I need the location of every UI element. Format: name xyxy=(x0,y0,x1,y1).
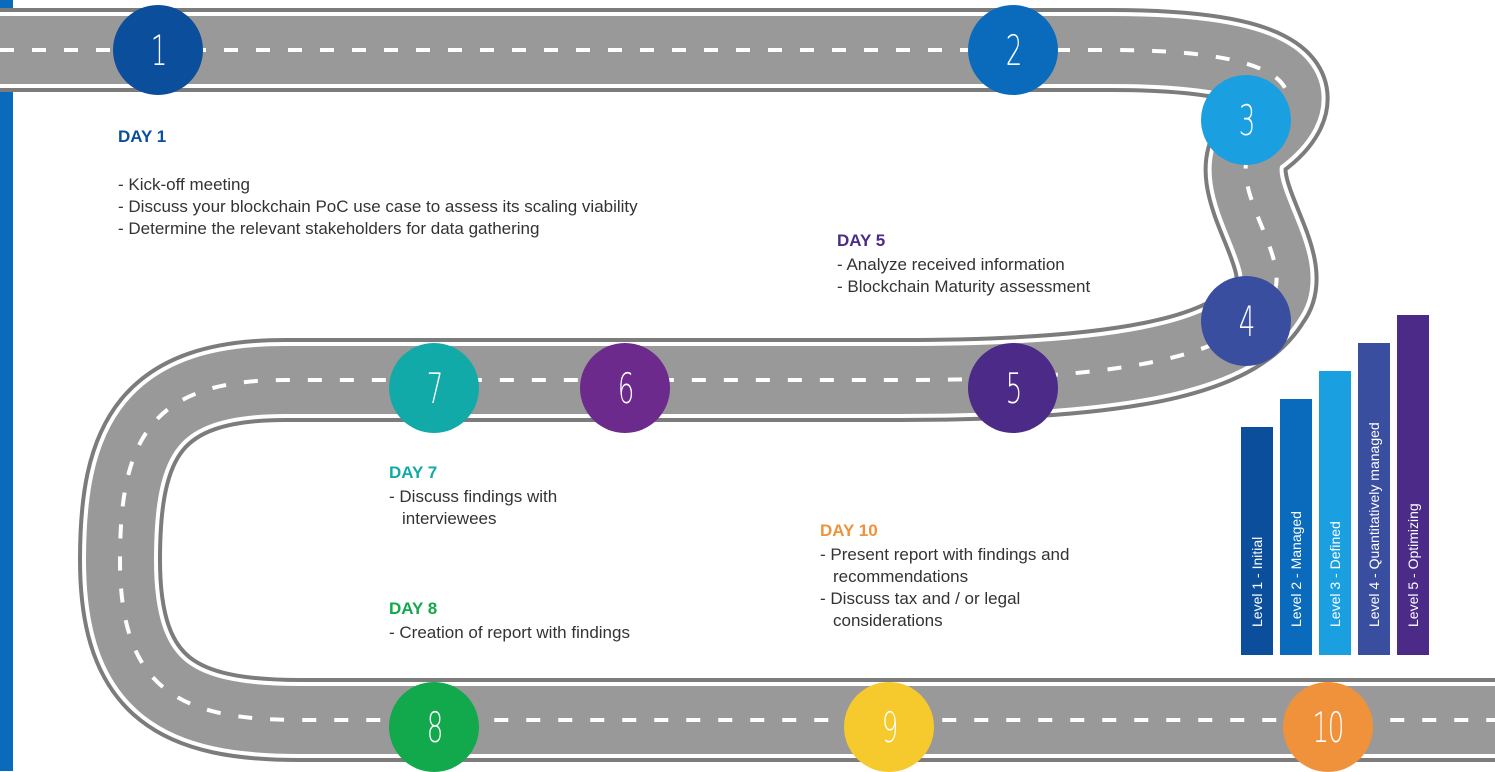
day-1-block: DAY 1 Kick-off meeting Discuss your bloc… xyxy=(118,126,678,240)
day-1-title: DAY 1 xyxy=(118,127,167,146)
step-4-number: 4 xyxy=(1238,296,1255,346)
day-10-item: Present report with findings and recomme… xyxy=(820,544,1183,588)
maturity-level-label: Level 3 - Defined xyxy=(1327,521,1343,627)
day-7-title: DAY 7 xyxy=(389,463,438,482)
step-3-marker: 3 xyxy=(1201,75,1291,165)
step-4-marker: 4 xyxy=(1201,276,1291,366)
step-3-number: 3 xyxy=(1238,95,1255,145)
step-9-marker: 9 xyxy=(844,682,934,772)
step-8-number: 8 xyxy=(426,702,443,752)
day-10-block: DAY 10 Present report with findings and … xyxy=(820,520,1180,632)
day-1-item: Determine the relevant stakeholders for … xyxy=(118,218,678,240)
step-5-number: 5 xyxy=(1005,363,1022,413)
step-2-number: 2 xyxy=(1005,25,1022,75)
maturity-level-bar: Level 1 - Initial xyxy=(1241,427,1273,655)
day-8-item: Creation of report with findings xyxy=(389,622,709,644)
maturity-level-label: Level 4 - Quantitatively managed xyxy=(1366,422,1382,627)
step-6-marker: 6 xyxy=(580,343,670,433)
step-8-marker: 8 xyxy=(389,682,479,772)
day-5-item: Analyze received information xyxy=(837,254,1177,276)
day-1-item: Discuss your blockchain PoC use case to … xyxy=(118,196,671,218)
day-8-block: DAY 8 Creation of report with findings xyxy=(389,598,709,644)
step-7-number: 7 xyxy=(426,363,443,413)
day-7-list: Discuss findings with interviewees xyxy=(389,486,649,530)
day-10-list: Present report with findings and recomme… xyxy=(820,544,1180,632)
day-8-list: Creation of report with findings xyxy=(389,622,709,644)
step-1-marker: 1 xyxy=(113,5,203,95)
maturity-level-label: Level 5 - Optimizing xyxy=(1405,503,1421,627)
step-10-number: 10 xyxy=(1312,702,1345,752)
maturity-level-bar: Level 5 - Optimizing xyxy=(1397,315,1429,655)
day-5-block: DAY 5 Analyze received information Block… xyxy=(837,230,1177,298)
step-2-marker: 2 xyxy=(968,5,1058,95)
maturity-level-bar: Level 3 - Defined xyxy=(1319,371,1351,655)
step-5-marker: 5 xyxy=(968,343,1058,433)
maturity-level-bar: Level 4 - Quantitatively managed xyxy=(1358,343,1390,655)
maturity-level-bar: Level 2 - Managed xyxy=(1280,399,1312,655)
step-10-marker: 10 xyxy=(1283,682,1373,772)
day-10-title: DAY 10 xyxy=(820,521,878,540)
maturity-level-label: Level 1 - Initial xyxy=(1249,536,1265,627)
step-7-marker: 7 xyxy=(389,343,479,433)
day-5-title: DAY 5 xyxy=(837,231,886,250)
step-1-number: 1 xyxy=(150,25,167,75)
step-9-number: 9 xyxy=(881,702,898,752)
day-8-title: DAY 8 xyxy=(389,599,438,618)
left-accent-bar xyxy=(0,0,13,771)
day-10-item: Discuss tax and / or legal consideration… xyxy=(820,588,1083,632)
day-1-list: Kick-off meeting Discuss your blockchain… xyxy=(118,174,678,240)
maturity-level-label: Level 2 - Managed xyxy=(1288,511,1304,627)
step-6-number: 6 xyxy=(617,363,634,413)
day-7-item: Discuss findings with interviewees xyxy=(389,486,637,530)
day-1-item: Kick-off meeting xyxy=(118,174,678,196)
day-7-block: DAY 7 Discuss findings with interviewees xyxy=(389,462,649,530)
day-5-list: Analyze received information Blockchain … xyxy=(837,254,1177,298)
day-5-item: Blockchain Maturity assessment xyxy=(837,276,1177,298)
